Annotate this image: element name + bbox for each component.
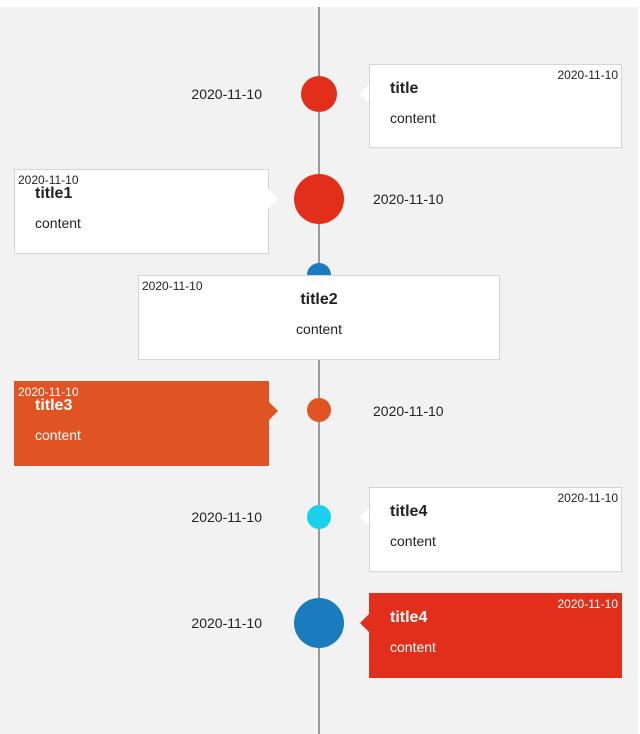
timeline-axis	[318, 7, 320, 734]
timeline-card[interactable]: 2020-11-10 title3 content	[14, 381, 269, 466]
timeline-node	[294, 598, 344, 648]
item-date-label: 2020-11-10	[373, 191, 444, 207]
timeline-node	[294, 174, 344, 224]
card-content: content	[35, 427, 81, 443]
card-content: content	[35, 215, 81, 231]
card-pointer	[268, 401, 278, 421]
timeline-card[interactable]: 2020-11-10 title4 content	[369, 487, 622, 572]
timeline-node	[307, 505, 331, 529]
card-date: 2020-11-10	[18, 385, 79, 399]
card-content: content	[390, 110, 436, 126]
card-title: title	[390, 80, 419, 97]
card-content: content	[390, 533, 436, 549]
item-date-label: 2020-11-10	[373, 403, 444, 419]
item-date-label: 2020-11-10	[191, 509, 262, 525]
card-pointer	[360, 84, 370, 104]
card-title: title4	[390, 609, 428, 626]
item-date-label: 2020-11-10	[191, 615, 262, 631]
card-date: 2020-11-10	[18, 173, 79, 187]
item-date-label: 2020-11-10	[191, 86, 262, 102]
timeline-node	[307, 398, 331, 422]
timeline-node	[301, 76, 337, 112]
card-content: content	[296, 321, 342, 337]
timeline-card[interactable]: 2020-11-10 title2 content	[138, 275, 500, 360]
timeline-card[interactable]: 2020-11-10 title4 content	[369, 593, 622, 678]
card-pointer	[360, 613, 370, 633]
card-title: title1	[35, 185, 73, 202]
card-title: title3	[35, 397, 73, 414]
timeline-card[interactable]: 2020-11-10 title1 content	[14, 169, 269, 254]
card-content: content	[390, 639, 436, 655]
timeline: 2020-11-10 2020-11-10 title content 2020…	[0, 7, 638, 734]
card-pointer	[360, 507, 370, 527]
card-pointer	[268, 189, 278, 209]
card-date: 2020-11-10	[557, 491, 619, 505]
card-title: title4	[390, 503, 428, 520]
card-date: 2020-11-10	[557, 68, 619, 82]
card-date: 2020-11-10	[557, 597, 619, 611]
card-date: 2020-11-10	[142, 279, 203, 293]
timeline-card[interactable]: 2020-11-10 title content	[369, 64, 622, 148]
card-title: title2	[300, 291, 338, 308]
